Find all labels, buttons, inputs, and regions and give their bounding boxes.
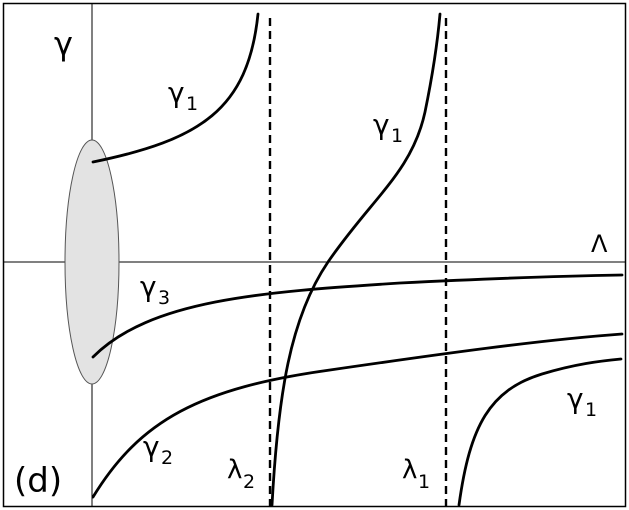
svg-text:1: 1 <box>585 399 597 421</box>
label-gamma1-middle: γ 1 <box>373 108 403 147</box>
curve-gamma1-lower-right <box>457 357 623 507</box>
svg-text:γ: γ <box>567 382 584 415</box>
svg-text:λ: λ <box>227 455 242 485</box>
vertical-axis-label: γ <box>54 25 73 63</box>
svg-text:2: 2 <box>161 447 173 469</box>
svg-text:γ: γ <box>140 270 157 303</box>
label-gamma1-upper-left: γ 1 <box>168 76 198 115</box>
label-gamma1-lower-right: γ 1 <box>567 382 597 421</box>
panel-label: (d) <box>14 461 62 501</box>
svg-text:γ: γ <box>373 108 390 141</box>
label-lambda1: λ 1 <box>402 455 430 493</box>
svg-text:3: 3 <box>158 287 170 309</box>
curve-gamma1-upper-left <box>91 12 260 164</box>
label-lambda2: λ 2 <box>227 455 255 493</box>
curve-gamma3 <box>91 273 624 359</box>
svg-text:1: 1 <box>418 471 430 493</box>
horizontal-axis-label: Λ <box>591 230 608 258</box>
svg-text:γ: γ <box>143 430 160 463</box>
svg-text:λ: λ <box>402 455 417 485</box>
shaded-ellipse-region <box>64 139 120 385</box>
curve-gamma1-middle <box>270 12 442 507</box>
label-gamma3: γ 3 <box>140 270 170 309</box>
label-gamma2: γ 2 <box>143 430 173 469</box>
svg-text:1: 1 <box>391 125 403 147</box>
svg-text:γ: γ <box>168 76 185 109</box>
svg-text:2: 2 <box>243 471 255 493</box>
curve-gamma2 <box>91 332 624 499</box>
svg-text:1: 1 <box>186 93 198 115</box>
